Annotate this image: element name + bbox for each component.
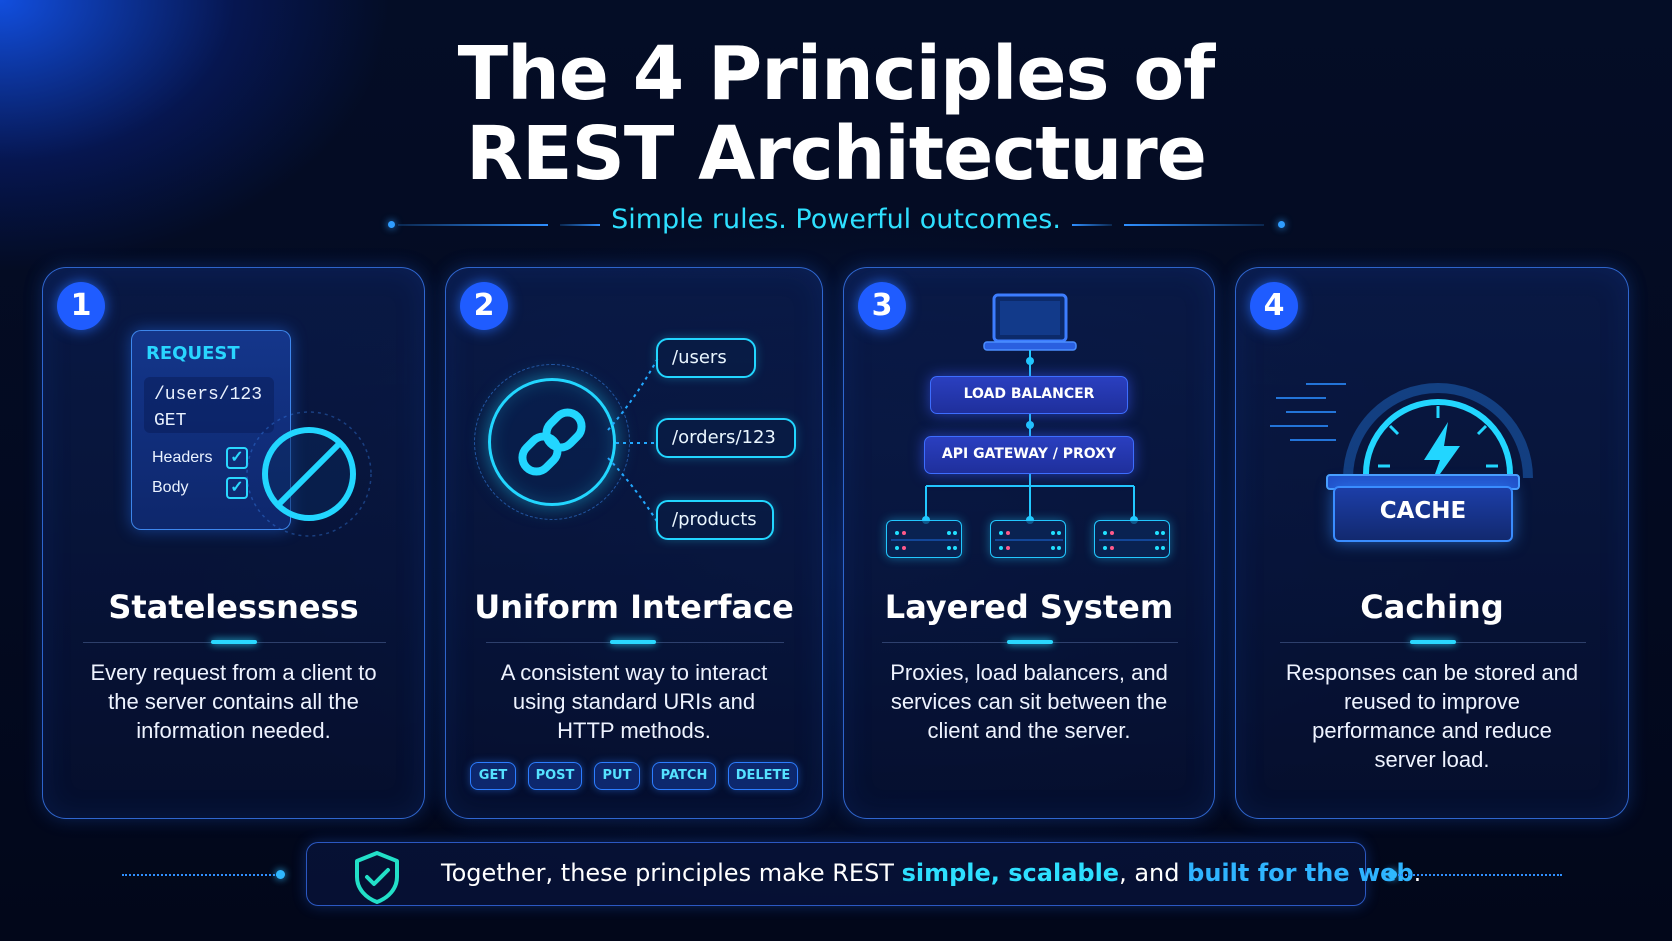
- footer-highlight-built-for-web: built for the web: [1187, 859, 1414, 887]
- method-delete: DELETE: [728, 762, 798, 790]
- card-description: Proxies, load balancers, and services ca…: [890, 660, 1168, 743]
- cache-label: CACHE: [1379, 498, 1467, 524]
- subtitle-line-right: [1124, 224, 1264, 226]
- request-panel: REQUEST /users/123 GET Headers ✓ Body ✓: [131, 330, 291, 530]
- method-patch: PATCH: [652, 762, 716, 790]
- request-panel-label: REQUEST: [146, 343, 240, 364]
- card-title: Layered System: [884, 588, 1174, 626]
- card-title: Caching: [1360, 588, 1504, 626]
- card-number-badge: 1: [57, 282, 105, 330]
- request-path: /users/123: [154, 385, 263, 405]
- footer-dot-right: [1388, 870, 1397, 879]
- footer-text-start: Together, these principles make REST: [441, 859, 902, 887]
- uri-products: /products: [656, 500, 774, 540]
- method-post: POST: [528, 762, 582, 790]
- footer-dotted-line-right: [1398, 874, 1562, 876]
- footer-highlight-simple-scalable: simple, scalable: [901, 859, 1120, 887]
- title-line-1: The 4 Principles of: [457, 31, 1216, 117]
- card-description: A consistent way to interact using stand…: [500, 660, 768, 743]
- cache-box: [1333, 486, 1513, 542]
- title-line-2: REST Architecture: [466, 111, 1207, 197]
- subtitle-line-left: [398, 224, 548, 226]
- card-divider-accent: [610, 640, 656, 644]
- load-balancer-box: LOAD BALANCER: [930, 376, 1128, 414]
- card-divider-accent: [1410, 640, 1456, 644]
- layer-connectors: [922, 350, 1138, 524]
- link-ring: [474, 364, 630, 520]
- method-put: PUT: [594, 762, 640, 790]
- page-title: The 4 Principles of REST Architecture: [0, 34, 1672, 194]
- subtitle-line-right-short: [1072, 224, 1112, 226]
- checkbox-icon: ✓: [226, 477, 248, 499]
- api-gateway-box: API GATEWAY / PROXY: [924, 436, 1134, 474]
- card-divider-accent: [211, 640, 257, 644]
- subtitle-dot-right: [1278, 221, 1285, 228]
- link-icon: [518, 408, 586, 476]
- request-field-headers: Headers: [152, 449, 213, 466]
- server-icon: [1094, 520, 1170, 558]
- lightning-gauge-icon: [1270, 383, 1533, 488]
- subtitle-row: Simple rules. Powerful outcomes.: [0, 200, 1672, 244]
- connector-lines: [607, 357, 659, 524]
- request-field-body: Body: [152, 479, 189, 496]
- card-uniform-interface: 2 /users /orders/123 /products Uniform I…: [445, 267, 823, 819]
- laptop-icon: [983, 293, 1077, 351]
- subtitle-dot-left: [388, 221, 395, 228]
- request-line-box: [144, 377, 274, 433]
- shield-check-icon: [355, 851, 399, 904]
- footer-dotted-line-left: [122, 874, 278, 876]
- subtitle-line-left-short: [560, 224, 600, 226]
- card-description: Every request from a client to the serve…: [90, 660, 377, 743]
- card-number-badge: 4: [1250, 282, 1298, 330]
- card-number-badge: 3: [858, 282, 906, 330]
- footer-text-end: .: [1413, 859, 1422, 887]
- card-title: Uniform Interface: [474, 588, 794, 626]
- footer-dot-left: [276, 870, 285, 879]
- footer-text: Together, these principles make REST sim…: [441, 859, 1421, 887]
- subtitle: Simple rules. Powerful outcomes.: [611, 204, 1061, 235]
- no-entry-icon: [246, 411, 372, 537]
- server-icon: [886, 520, 962, 558]
- footer-text-middle: , and: [1119, 859, 1188, 887]
- footer-banner: Together, these principles make REST sim…: [306, 842, 1421, 906]
- card-number-badge: 2: [460, 282, 508, 330]
- card-title: Statelessness: [108, 588, 359, 626]
- card-description: Responses can be stored and reused to im…: [1285, 660, 1579, 772]
- server-icon: [990, 520, 1066, 558]
- checkbox-icon: ✓: [226, 447, 248, 469]
- card-divider-accent: [1007, 640, 1053, 644]
- card-caching: 4 CACHE Caching Responses can be stored …: [1235, 267, 1629, 819]
- uri-users: /users: [656, 338, 756, 378]
- method-get: GET: [470, 762, 516, 790]
- request-method: GET: [154, 411, 187, 431]
- uri-orders: /orders/123: [656, 418, 796, 458]
- card-statelessness: 1 REQUEST /users/123 GET Headers ✓ Body …: [42, 267, 425, 819]
- card-layered-system: 3 LOAD BALANCER API GATEWAY / PROXY Laye…: [843, 267, 1215, 819]
